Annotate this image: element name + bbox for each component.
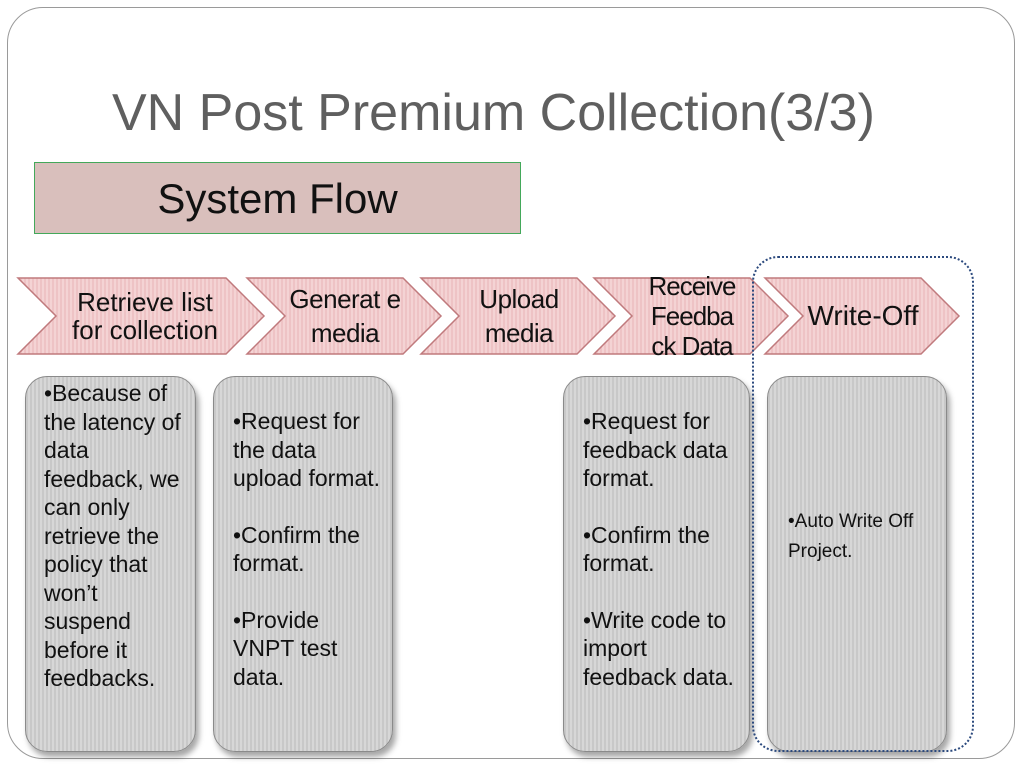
flow-step-label: Upload media (479, 284, 559, 348)
writeoff-highlight-outline (752, 256, 974, 752)
slide-title: VN Post Premium Collection(3/3) (112, 84, 875, 142)
note-text: •Confirm the format. (233, 521, 360, 577)
section-label: System Flow (157, 175, 398, 222)
chevron-arrow-icon (245, 277, 443, 355)
flow-step-generate: Generat e media (245, 276, 475, 356)
flow-step-writeoff: Write-Off (763, 276, 993, 356)
note-card-retrieve: •Because of the latency of data feedback… (25, 376, 196, 752)
flow-step-label: Generat e media (289, 284, 401, 348)
flow-step-receive: Receive Feedba ck Data (592, 271, 822, 361)
note-card-generate: •Request for the data upload format. •Co… (213, 376, 393, 752)
chevron-arrow-icon (592, 277, 790, 355)
flow-step-retrieve: Retrieve list for collection (16, 276, 266, 356)
chevron-arrow-icon (419, 277, 617, 355)
flow-step-upload: Upload media (419, 276, 649, 356)
note-card-writeoff: •Auto Write Off Project. (767, 376, 947, 752)
note-text: •Provide VNPT test data. (233, 606, 338, 690)
note-text: •Auto Write Off Project. (788, 511, 914, 562)
flow-step-label: Write-Off (807, 300, 919, 331)
flow-step-label: Receive Feedba ck Data (648, 271, 737, 361)
note-text: •Request for the data upload format. (233, 408, 381, 491)
note-text: •Because of the latency of data feedback… (44, 380, 181, 691)
flow-step-label: Retrieve list for collection (72, 287, 218, 345)
note-text: •Write code to import feedback data. (583, 606, 734, 690)
chevron-arrow-icon (16, 277, 266, 355)
section-banner: System Flow (34, 162, 521, 234)
note-text: •Request for feedback data format. (583, 408, 728, 491)
note-card-receive: •Request for feedback data format. •Conf… (563, 376, 750, 752)
chevron-arrow-icon (763, 277, 961, 355)
note-text: •Confirm the format. (583, 521, 710, 577)
